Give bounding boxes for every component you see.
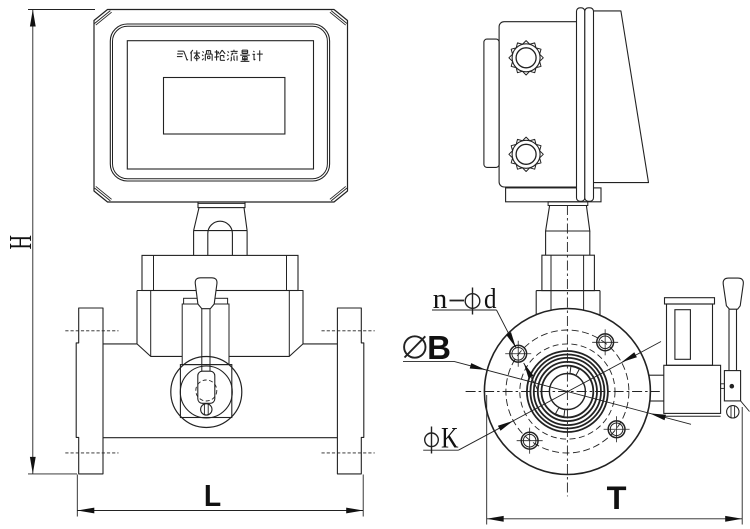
svg-text:d: d <box>484 283 497 315</box>
svg-text:B: B <box>427 329 451 366</box>
svg-text:T: T <box>607 480 627 516</box>
svg-text:L: L <box>204 478 221 513</box>
svg-text:H: H <box>2 235 38 250</box>
svg-text:n: n <box>433 283 448 315</box>
svg-text:K: K <box>441 422 459 455</box>
